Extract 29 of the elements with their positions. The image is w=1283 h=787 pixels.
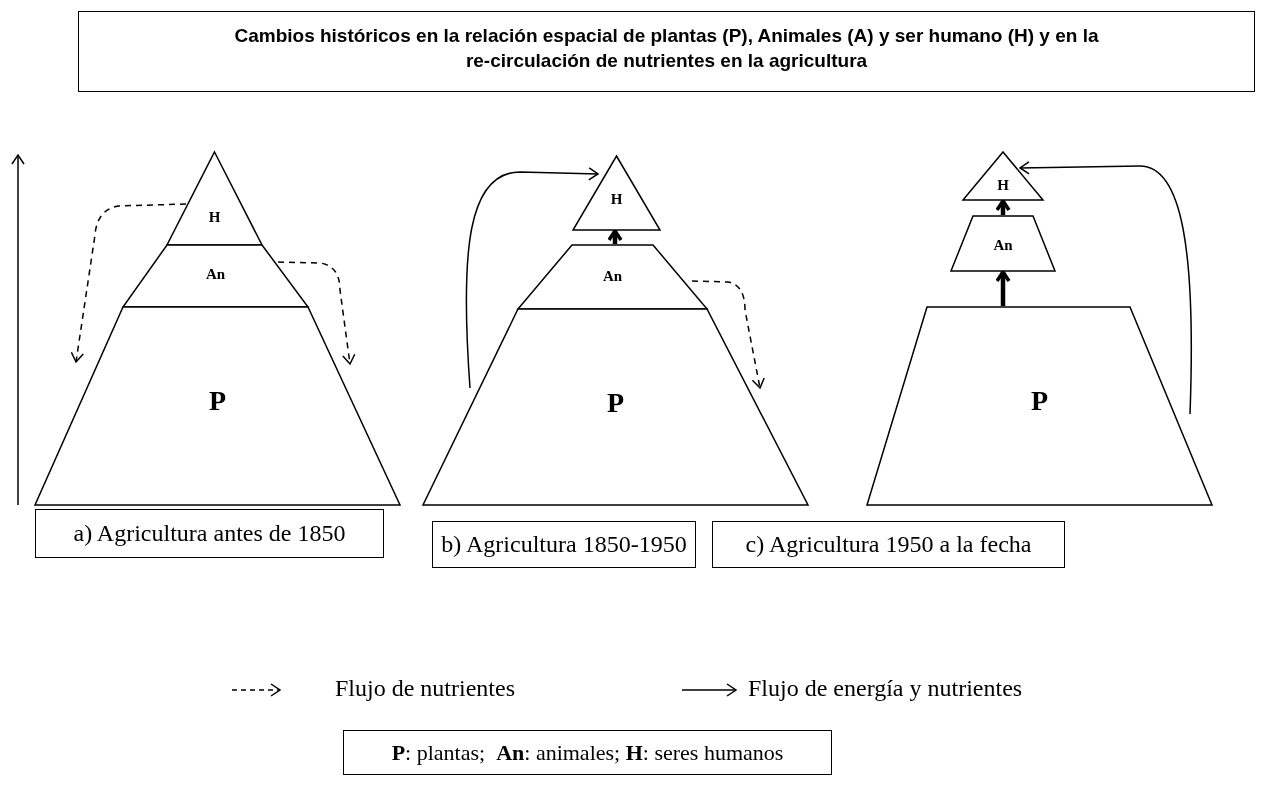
- arrow: [995, 270, 1011, 306]
- tier-label: H: [997, 178, 1009, 193]
- tier-label: H: [208, 210, 221, 225]
- dashed-arrow: [70, 203, 187, 363]
- pyramid-tier: [867, 307, 1212, 505]
- tier-label: P: [208, 387, 227, 415]
- key-box: P: plantas; An: animales; H: seres humanos: [343, 730, 832, 775]
- tier-label: H: [610, 192, 623, 207]
- pyramid-tier: [167, 152, 262, 245]
- tier-label: An: [602, 269, 623, 284]
- arrow: [1019, 161, 1193, 415]
- dashed-arrow: [277, 261, 356, 365]
- arrow: [995, 199, 1011, 215]
- caption-box: c) Agricultura 1950 a la fecha: [712, 521, 1065, 568]
- pyramid-tier: [573, 156, 660, 230]
- tier-label: An: [205, 267, 226, 282]
- legend-label: Flujo de nutrientes: [335, 675, 515, 702]
- pyramid-tier: [951, 216, 1055, 271]
- pyramid-tier: [963, 152, 1043, 200]
- tier-label: P: [1030, 387, 1049, 415]
- tier-label: An: [993, 238, 1013, 253]
- diagram-title: Cambios históricos en la relación espacial de plantas (P), Animales (A) y ser humano (H) y en la re-circulación de nutrientes en la agricultura: [78, 11, 1255, 92]
- tier-label: P: [606, 389, 625, 417]
- legend-label: Flujo de energía y nutrientes: [748, 675, 1023, 702]
- arrow: [465, 167, 599, 389]
- dashed-arrow: [691, 280, 765, 389]
- arrow: [607, 229, 623, 244]
- caption-box: b) Agricultura 1850-1950: [432, 521, 696, 568]
- caption-box: a) Agricultura antes de 1850: [35, 509, 384, 558]
